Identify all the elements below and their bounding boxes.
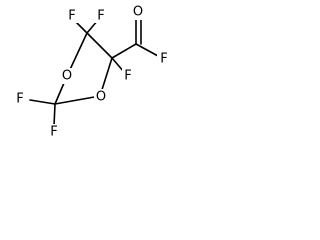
atom-labels: F F O O F F F O F [14, 4, 170, 140]
atom-f-acyl: F [160, 52, 167, 67]
bond-c5-c4 [86, 32, 113, 59]
atom-o-carbonyl: O [133, 5, 143, 20]
atom-o-ring-right: O [96, 90, 106, 105]
atom-f-bottom-left-a: F [16, 92, 23, 107]
bond-c2-f-left [29, 99, 56, 105]
bonds [29, 19, 159, 127]
atom-f-top-left: F [68, 9, 75, 24]
atom-o-ring-left: O [62, 69, 72, 84]
bond-c4-c-acyl [111, 43, 137, 59]
atom-f-bottom-left-b: F [50, 125, 57, 140]
atom-f-ring-right: F [124, 69, 131, 84]
bond-c2-o-right [54, 95, 101, 105]
structure-diagram: F F O O F F F O F [14, 4, 170, 140]
bond-c2-f-bottom [53, 103, 56, 127]
bond-c-acyl-f [135, 43, 159, 57]
atom-f-top-right: F [97, 9, 104, 24]
